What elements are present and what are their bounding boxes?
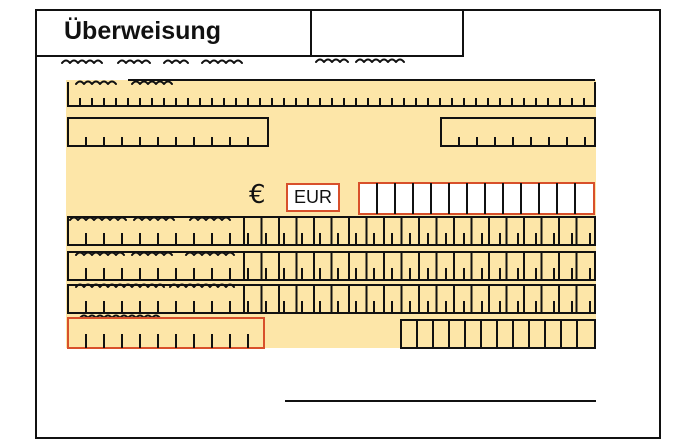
cell-row-2	[243, 252, 578, 280]
reference-box-outline	[310, 10, 464, 57]
form-title: Überweisung	[64, 17, 221, 45]
bic-field	[440, 117, 596, 147]
scribble-recipient	[75, 80, 173, 85]
currency-field: EUR	[286, 183, 340, 212]
scribble-reference	[315, 58, 405, 63]
recipient-field	[67, 79, 596, 107]
field-group	[67, 79, 596, 349]
cell-row-3	[243, 285, 578, 313]
amount-field	[358, 182, 595, 215]
bank-code-field	[67, 117, 269, 147]
euro-sign: €	[249, 180, 266, 210]
form-sheet	[35, 9, 661, 439]
iban-field	[67, 317, 265, 349]
scribble-header	[61, 59, 243, 64]
cell-row-1	[243, 217, 578, 245]
date-field	[400, 319, 596, 349]
